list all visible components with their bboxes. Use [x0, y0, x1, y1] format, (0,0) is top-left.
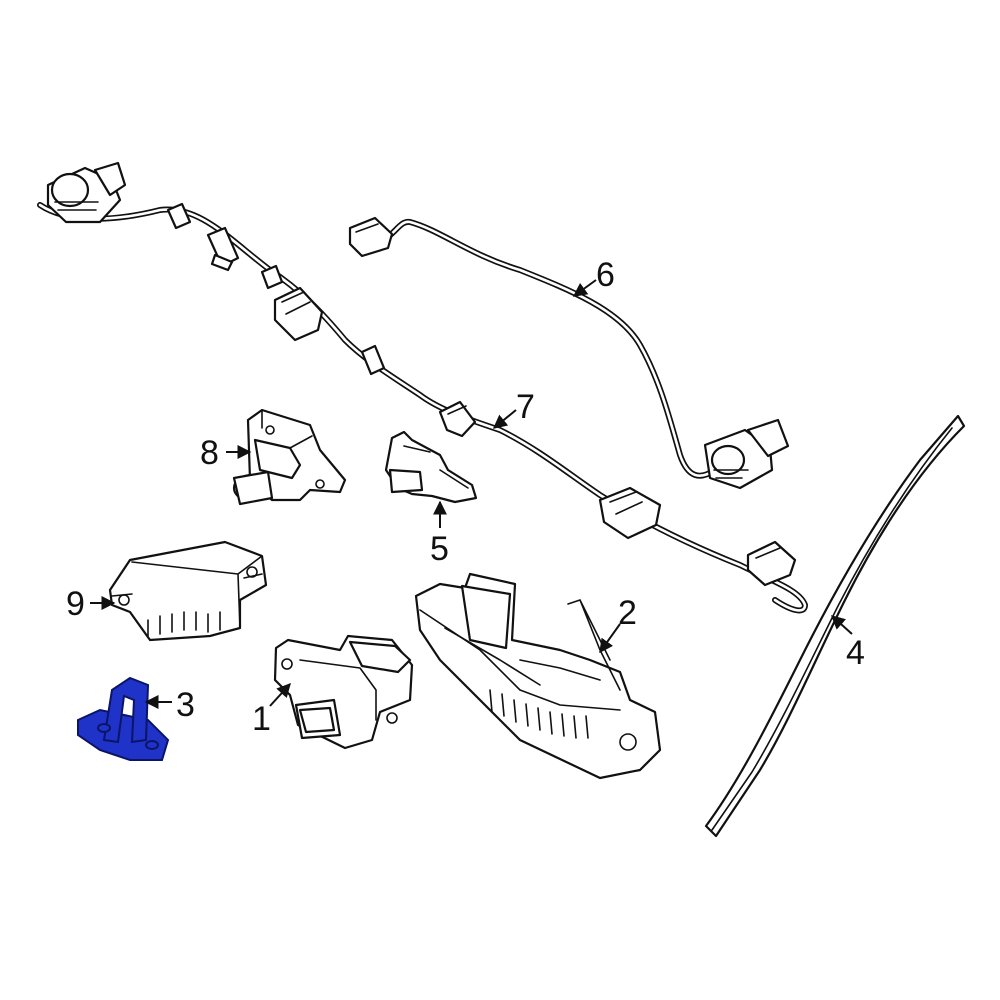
harness-connector: [273, 286, 324, 342]
harness-connector: [598, 486, 662, 540]
part-4-weatherstrip[interactable]: [704, 414, 966, 838]
leader-7: [492, 409, 517, 429]
part-7-wiring-harness[interactable]: [37, 161, 808, 614]
harness-end-plug: [348, 216, 394, 258]
harness-clip: [210, 253, 234, 272]
leader-6: [572, 279, 597, 297]
callout-8: 8: [200, 434, 219, 472]
harness-end-plug: [746, 540, 797, 587]
callout-5: 5: [430, 530, 449, 568]
part-2-latch-assembly[interactable]: [414, 572, 662, 780]
harness-connector: [438, 400, 477, 438]
callout-7: 7: [516, 388, 535, 426]
callout-6: 6: [596, 256, 615, 294]
part-6-wiring-harness[interactable]: [348, 216, 790, 490]
harness-clip: [260, 264, 284, 290]
leader-2: [599, 623, 621, 654]
callout-2: 2: [618, 594, 637, 632]
part-3-striker[interactable]: [77, 676, 170, 761]
callout-1: 1: [252, 700, 271, 738]
part-9-control-module[interactable]: [108, 540, 268, 642]
striker-base: [77, 708, 170, 761]
striker-loop: [102, 676, 150, 744]
harness-socket-connector: [703, 418, 790, 490]
callout-4: 4: [846, 634, 865, 672]
part-1-switch[interactable]: [273, 634, 414, 750]
harness-clip: [166, 202, 192, 230]
harness-end-connector: [46, 161, 127, 224]
callout-3: 3: [176, 686, 195, 724]
callout-9: 9: [66, 585, 85, 623]
leader-4: [830, 615, 853, 635]
part-8-sensor[interactable]: [232, 408, 347, 506]
part-5-camera[interactable]: [384, 430, 478, 504]
leader-1: [269, 682, 291, 707]
harness-clip: [360, 344, 386, 376]
